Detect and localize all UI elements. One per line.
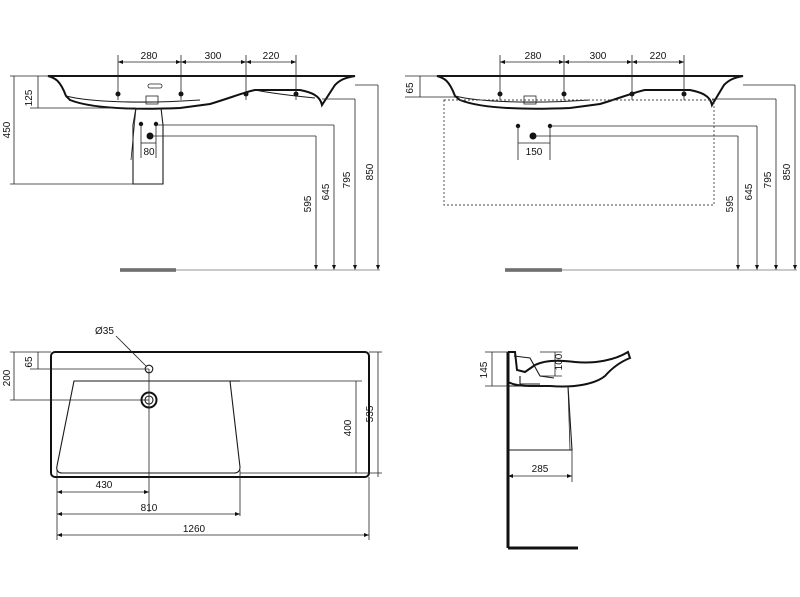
dim-280: 280 [525,51,542,62]
dim-300: 300 [590,51,607,62]
dim-795: 795 [763,171,774,188]
waste-pipe [519,376,540,385]
basin-inner-profile [513,355,555,379]
dim-280: 280 [141,51,158,62]
waste-outlet [145,95,159,105]
dim-430: 430 [96,480,113,491]
dim-850: 850 [365,163,376,180]
dim-595: 595 [303,195,314,212]
furniture-outline-dashed [443,99,715,206]
basin-inner [454,95,591,103]
dim-400: 400 [343,419,354,436]
basin-inner-2 [254,89,316,99]
dim-220: 220 [650,51,667,62]
dim-450: 450 [2,121,13,138]
dim-125: 125 [24,89,35,106]
dim-285: 285 [532,464,549,475]
dim-1260: 1260 [183,524,206,535]
pedestal-outline [132,107,164,185]
basin-outline [47,75,356,110]
front-view-wall-hung: 280 300 220 65 150 595 645 795 850 [405,51,797,272]
basin-outline [436,75,744,110]
pedestal-edge [567,385,571,451]
dim-300: 300 [205,51,222,62]
dim-100: 100 [554,353,565,370]
dim-65: 65 [24,356,35,368]
dim-65: 65 [405,82,416,94]
dim-535: 535 [365,405,376,422]
dim-850: 850 [782,163,793,180]
label-hole-diameter: Ø35 [95,326,114,337]
overflow-slot [147,83,163,89]
dim-80: 80 [143,147,155,158]
dim-795: 795 [342,171,353,188]
dim-145: 145 [479,361,490,378]
arrowheads [57,60,797,537]
dim-810: 810 [141,503,158,514]
bowl-outline [56,380,241,474]
plan-view: Ø35 65 200 400 535 430 810 1260 [2,326,382,540]
basin-inner [65,95,201,103]
dim-645: 645 [321,183,332,200]
side-view: 145 100 285 [479,350,632,550]
pedestal-body [508,385,573,451]
leader-line [115,335,147,367]
dim-150: 150 [526,147,543,158]
dim-645: 645 [744,183,755,200]
dim-200: 200 [2,369,13,386]
dim-220: 220 [263,51,280,62]
pedestal-edge [130,107,137,161]
dim-595: 595 [725,195,736,212]
basin-top-outline [50,351,370,478]
front-view-pedestal: 280 300 220 125 450 80 595 645 795 850 [2,51,380,272]
